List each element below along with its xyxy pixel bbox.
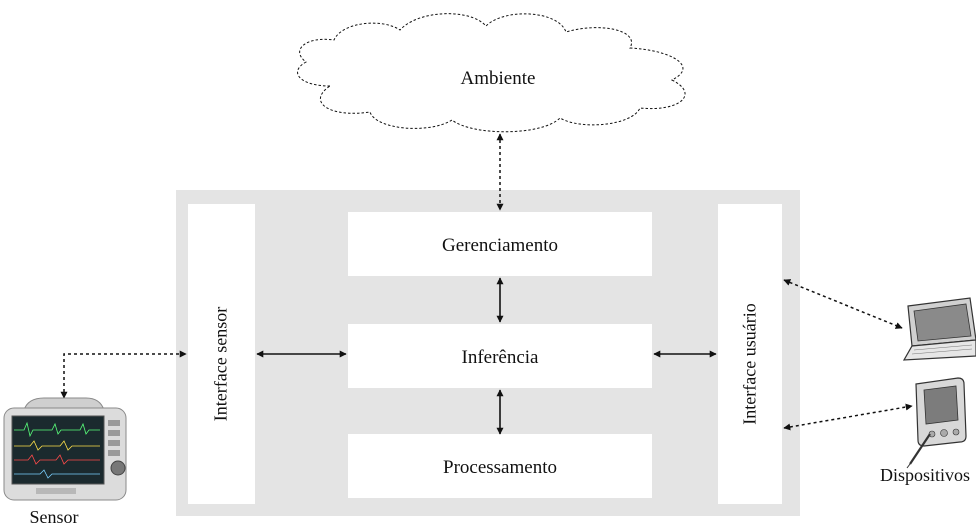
- processing-label: Processamento: [443, 457, 557, 478]
- sensor-label: Sensor: [30, 507, 79, 526]
- sensor-interface-label: Interface sensor: [210, 306, 231, 422]
- laptop-icon: [902, 297, 976, 361]
- management-box: [348, 212, 652, 276]
- management-label: Gerenciamento: [442, 235, 558, 256]
- devices-label: Dispositivos: [880, 465, 970, 485]
- patient-monitor-icon: [3, 397, 127, 501]
- user-interface-label: Interface usuário: [739, 303, 760, 425]
- pda-icon: [906, 377, 967, 469]
- inference-box: [348, 324, 652, 388]
- sensor-interface-box: [188, 204, 255, 504]
- arrow-user-interface-laptop: [783, 279, 903, 329]
- user-interface-box: [718, 204, 782, 504]
- cloud-icon: [297, 13, 686, 133]
- arrow-sensor-to-interface: [60, 350, 187, 399]
- processing-box: [348, 434, 652, 498]
- inference-label: Inferência: [462, 347, 540, 368]
- arrow-user-interface-pda: [783, 403, 913, 431]
- environment-label: Ambiente: [461, 68, 536, 89]
